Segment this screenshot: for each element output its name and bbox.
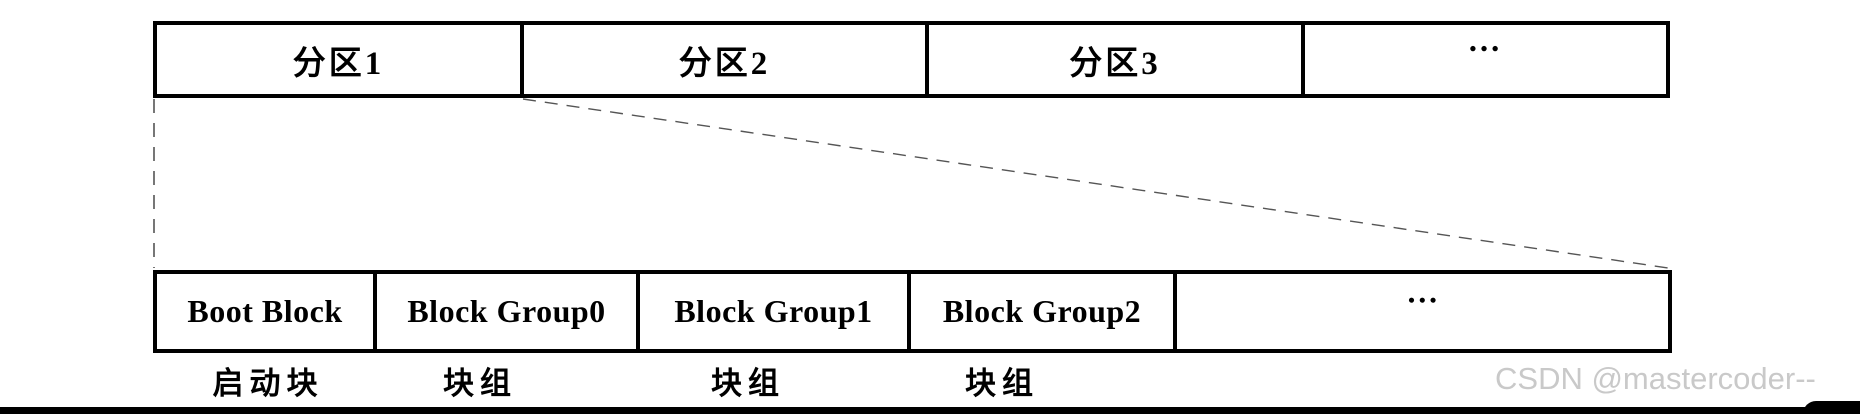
block-group2-cell: Block Group2 [911, 274, 1177, 349]
dashed-diagonal-connector [522, 98, 1669, 269]
csdn-watermark: CSDN @mastercoder-- [1495, 361, 1816, 396]
block-group1-cell: Block Group1 [640, 274, 911, 349]
bottom-bar [0, 407, 1860, 414]
boot-block-cell: Boot Block [157, 274, 377, 349]
block-group0-cell: Block Group0 [377, 274, 640, 349]
partition-cell-3: 分区3 [929, 25, 1305, 94]
block-group-ellipsis-cell: … [1406, 273, 1439, 310]
block-group-row: Boot Block Block Group0 Block Group1 Blo… [153, 270, 1672, 353]
partition-cell-ellipsis: … [1467, 23, 1504, 60]
partition-cell-1: 分区1 [157, 25, 524, 94]
caption-block-group2: 块组 [965, 366, 1039, 401]
caption-block-group1: 块组 [711, 366, 785, 401]
partition-row: 分区1 分区2 分区3 … [153, 21, 1670, 98]
caption-boot-block: 启动块 [212, 366, 324, 401]
caption-block-group0: 块组 [443, 366, 517, 401]
partition-cell-2: 分区2 [524, 25, 929, 94]
